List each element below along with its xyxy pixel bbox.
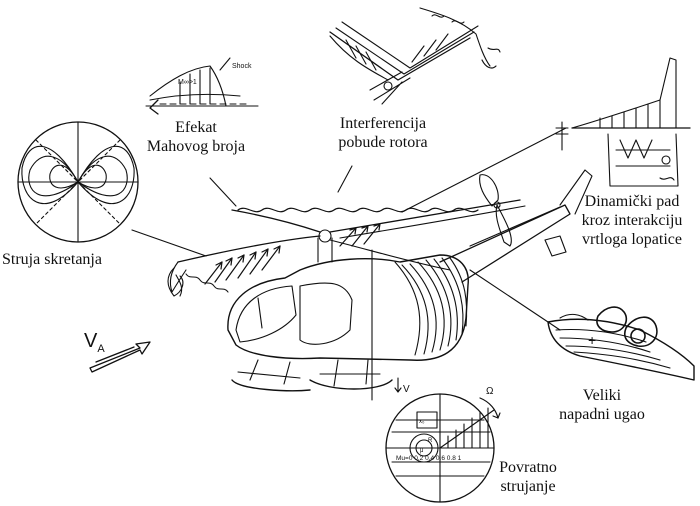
- mach-inset-shock-label: Shock: [232, 63, 252, 70]
- blade-flow-arrows: [205, 224, 380, 284]
- reverse-axis-ticks: Mu=0 0.2 0.4 0.6 0.8 1: [396, 455, 462, 462]
- freestream-subscript: A: [97, 343, 104, 355]
- mach-effect-label: Efekat Mahovog broja: [136, 118, 256, 156]
- reverse-omega-label: Ω: [486, 386, 494, 397]
- reverse-region-label: R: [428, 438, 433, 444]
- reverse-v-label: V: [403, 384, 410, 395]
- rotor-interference-inset: [330, 8, 500, 104]
- stall-plus-label: +: [588, 332, 596, 348]
- reverse-flow-label: Povratno strujanje: [478, 458, 578, 496]
- dynamic-stall-label: Dinamički pad kroz interakciju vrtloga l…: [566, 192, 698, 249]
- rotor-interference-label: Interferencija pobude rotora: [318, 114, 448, 152]
- helicopter-fuselage: [228, 170, 592, 391]
- deflection-flow-inset: [18, 122, 138, 242]
- high-aoa-label: Veliki napadni ugao: [544, 386, 660, 424]
- high-aoa-inset: [548, 307, 694, 380]
- mach-inset-m-label: M∞>1: [178, 79, 197, 86]
- reverse-mu-label: μ: [420, 448, 424, 454]
- dynamic-stall-inset: [556, 58, 690, 186]
- deflection-flow-label: Struja skretanja: [2, 250, 102, 269]
- freestream-symbol: V: [84, 330, 97, 352]
- reverse-box-label: x₀: [419, 419, 425, 425]
- freestream-velocity-label: VA: [84, 330, 105, 355]
